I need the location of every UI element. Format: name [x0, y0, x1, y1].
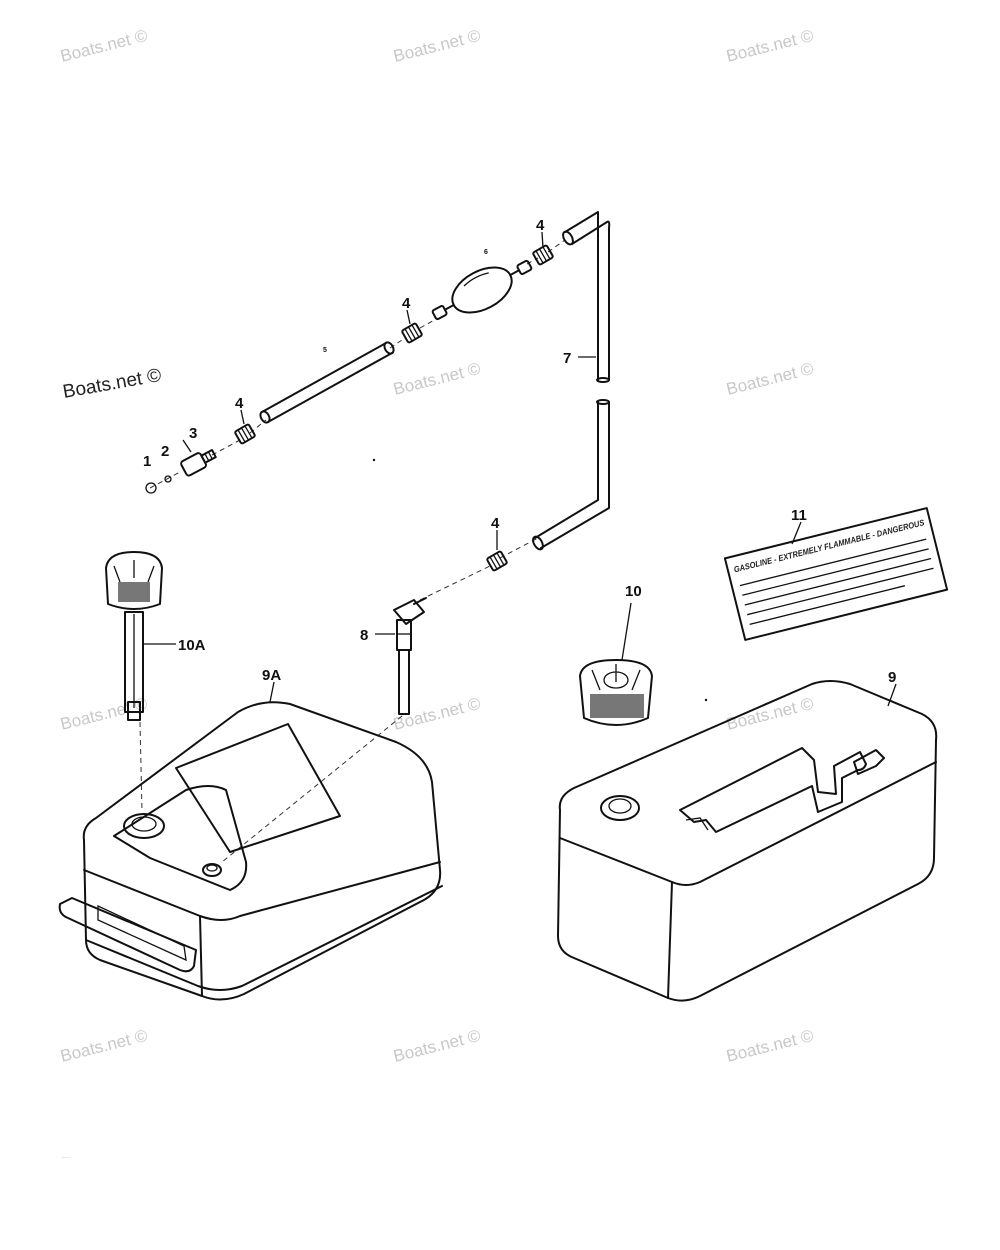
- watermark: Boats.net ©: [724, 1026, 815, 1066]
- watermark: Boats.net ©: [58, 1026, 149, 1066]
- watermark-dark: Boats.net ©: [61, 365, 163, 403]
- callout-10a: 10A: [178, 637, 206, 654]
- callout-11: 11: [791, 507, 807, 524]
- callout-8: 8: [360, 627, 368, 644]
- callout-3: 3: [189, 425, 197, 442]
- watermark: Boats.net ©: [391, 1026, 482, 1066]
- fuel-tank-9a: [58, 701, 443, 1001]
- seal-part: [164, 475, 172, 483]
- fuel-pickup: [393, 597, 427, 715]
- o-ring-part: [145, 482, 157, 494]
- hose-clamp: [486, 550, 508, 572]
- warning-decal: GASOLINE - EXTREMELY FLAMMABLE - DANGERO…: [723, 507, 949, 641]
- watermark: Boats.net ©: [391, 26, 482, 66]
- speck: [372, 458, 376, 462]
- callout-4: 4: [402, 295, 411, 312]
- hose-clamp: [234, 423, 256, 445]
- callout-5: 5: [323, 347, 327, 354]
- fuel-hose-lower: [532, 399, 610, 551]
- callout-4: 4: [536, 217, 545, 234]
- hose-clamp: [401, 322, 423, 344]
- fuel-hose-upper: [562, 211, 611, 383]
- callout-labels: 1 2 3 4 4 4 4 5 6 7 8 9 9A 10 10A 11: [143, 217, 896, 686]
- watermark: Boats.net ©: [724, 26, 815, 66]
- callout-6: 6: [484, 249, 488, 256]
- fuel-hose: [259, 341, 395, 424]
- watermark: Boats.net ©: [724, 694, 815, 734]
- watermark-layer: Boats.net © Boats.net © Boats.net © Boat…: [58, 26, 815, 1159]
- watermark: Boats.net ©: [62, 1156, 73, 1159]
- connector-part: [180, 449, 217, 477]
- watermark: Boats.net ©: [58, 26, 149, 66]
- callout-9: 9: [888, 669, 896, 686]
- fuel-tank-9: [557, 680, 938, 1002]
- hose-clamp: [532, 244, 554, 266]
- callout-9a: 9A: [262, 667, 281, 684]
- callout-2: 2: [161, 443, 169, 460]
- callout-4: 4: [491, 515, 500, 532]
- speck: [704, 698, 708, 702]
- watermark: Boats.net ©: [724, 359, 815, 399]
- leader-lines: [142, 231, 897, 707]
- watermark: Boats.net ©: [391, 359, 482, 399]
- decal-text: GASOLINE - EXTREMELY FLAMMABLE - DANGERO…: [733, 517, 926, 574]
- watermark: Boats.net ©: [58, 694, 149, 734]
- callout-1: 1: [143, 453, 151, 470]
- primer-bulb: [431, 259, 533, 321]
- callout-10: 10: [625, 583, 642, 600]
- callout-4: 4: [235, 395, 244, 412]
- fuel-cap: [579, 659, 653, 726]
- fuel-gauge-cap: [105, 551, 163, 721]
- callout-7: 7: [563, 350, 571, 367]
